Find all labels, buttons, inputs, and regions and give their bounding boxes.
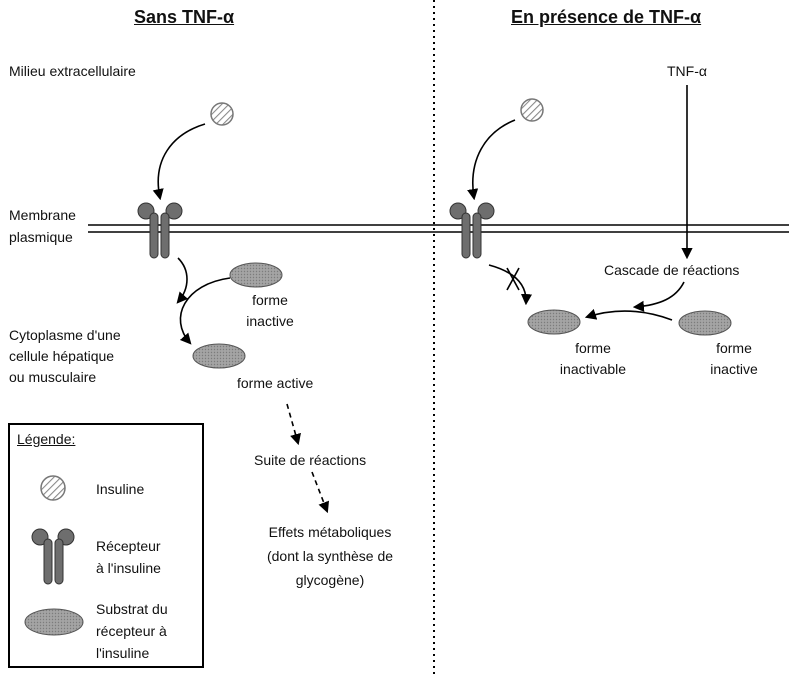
legend-substrate-label-1: Substrat du <box>96 601 168 617</box>
label-inactivable-2: inactivable <box>559 361 627 377</box>
substrate-inactivable-right <box>527 309 581 335</box>
plasma-membrane <box>88 224 789 233</box>
block-cross-icon <box>506 267 520 291</box>
legend-title: Légende: <box>17 431 76 447</box>
title-without-tnf: Sans TNF-α <box>134 7 235 27</box>
dashed-arrow-1 <box>286 403 301 446</box>
substrate-active-left <box>192 343 246 369</box>
label-suite-reactions: Suite de réactions <box>254 452 367 468</box>
label-effects-2: (dont la synthèse de <box>266 548 394 564</box>
legend-receptor-label-2: à l'insuline <box>96 560 161 576</box>
legend-substrate-label-3: l'insuline <box>96 645 150 661</box>
label-membrane-1: Membrane <box>9 207 76 223</box>
label-cascade: Cascade de réactions <box>604 262 740 278</box>
legend-insulin-icon <box>40 475 66 501</box>
insulin-right <box>520 98 544 122</box>
legend-substrate-icon <box>24 608 84 636</box>
insulin-binding-arrow-left <box>152 123 206 201</box>
label-left-active: forme active <box>237 375 314 391</box>
cascade-arrow <box>632 281 685 312</box>
label-left-inactive-2: inactive <box>246 313 294 329</box>
insulin-binding-arrow-right <box>467 119 516 201</box>
label-cytoplasm-3: ou musculaire <box>9 369 97 385</box>
legend-insulin-label: Insuline <box>96 481 145 497</box>
label-right-inactive-1: forme <box>716 340 752 356</box>
legend-box <box>8 423 204 668</box>
label-extracellular: Milieu extracellulaire <box>9 63 136 79</box>
insulin-receptor-left <box>137 202 183 259</box>
legend-receptor-label-1: Récepteur <box>96 538 161 554</box>
dashed-arrow-2 <box>311 471 330 514</box>
label-effects-1: Effets métaboliques <box>268 524 392 540</box>
title-with-tnf: En présence de TNF-α <box>511 7 702 27</box>
label-effects-3: glycogène) <box>295 572 365 588</box>
activation-arrow-1 <box>176 257 189 304</box>
insulin-left <box>210 102 234 126</box>
label-inactivable-1: forme <box>575 340 611 356</box>
legend-receptor-icon <box>31 528 75 585</box>
substrate-inactive-right <box>678 310 732 336</box>
activation-arrow-2 <box>179 277 231 345</box>
label-cytoplasm-2: cellule hépatique <box>9 348 115 364</box>
substrate-inactive-left <box>229 262 283 288</box>
legend-substrate-label-2: récepteur à <box>96 623 167 639</box>
inactivation-arrow <box>584 308 673 321</box>
label-right-inactive-2: inactive <box>710 361 758 377</box>
insulin-receptor-right <box>449 202 495 259</box>
label-left-inactive-1: forme <box>252 292 288 308</box>
label-cytoplasm-1: Cytoplasme d'une <box>9 327 121 343</box>
blocked-activation-arrow <box>488 264 533 306</box>
label-membrane-2: plasmique <box>9 229 73 245</box>
label-tnf: TNF-α <box>667 63 707 79</box>
